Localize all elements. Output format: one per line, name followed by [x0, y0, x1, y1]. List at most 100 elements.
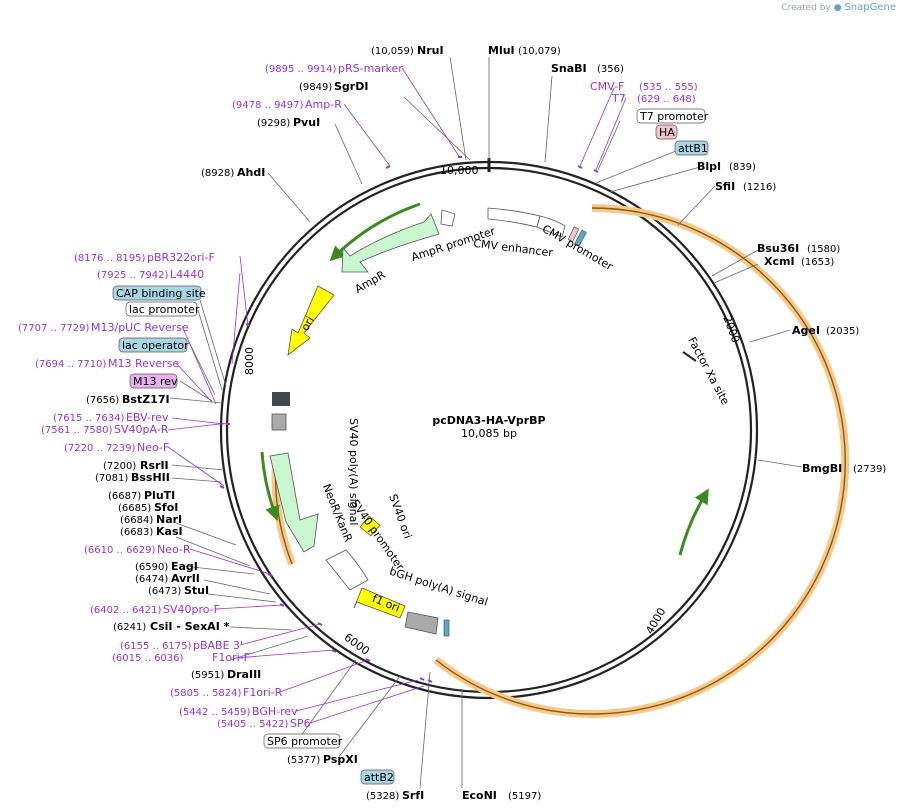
- tick-2000: 2000: [720, 314, 742, 345]
- primer-neo-r[interactable]: Neo-R: [157, 543, 191, 556]
- site-stui[interactable]: StuI: [184, 584, 209, 597]
- site-csii-sexai[interactable]: CsiI - SexAI *: [150, 620, 230, 633]
- boxed-lac-promoter: lac promoter: [129, 303, 200, 316]
- boxed-sp6-promoter: SP6 promoter: [267, 735, 343, 748]
- site-pos-econi: (5197): [508, 791, 541, 802]
- primer-pos-f1ori-f: (6015 .. 6036): [112, 653, 184, 664]
- site-pos-sfii: (1216): [743, 182, 776, 193]
- cmv-promoter-arrow[interactable]: [536, 215, 566, 238]
- site-snabi[interactable]: SnaBI: [551, 62, 587, 75]
- sv40-ori-box[interactable]: [359, 515, 381, 537]
- attb1-mark[interactable]: [574, 229, 587, 247]
- boxed-labels: T7 promoter HA attB1 CAP binding site la…: [112, 108, 709, 785]
- site-pos-avrii: (6474): [135, 574, 168, 585]
- primer-pbr322ori-f[interactable]: pBR322ori-F: [147, 251, 215, 264]
- site-agei[interactable]: AgeI: [792, 324, 820, 337]
- ha-tag-mark[interactable]: [567, 226, 580, 243]
- primer-m13-puc-reverse[interactable]: M13/pUC Reverse: [91, 321, 189, 334]
- vprbp-inner-arrow: [678, 488, 709, 556]
- site-pos-rsrii: (7200): [103, 461, 136, 472]
- sv40pa-mark: [272, 392, 290, 406]
- snapgene-credit: Created by ● SnapGene: [781, 2, 896, 13]
- bgh-polya-box[interactable]: [404, 611, 439, 635]
- vprbp-orf-arc[interactable]: [433, 204, 850, 718]
- site-mlui[interactable]: MluI: [488, 44, 515, 57]
- primer-cmv-f[interactable]: CMV-F: [590, 80, 624, 93]
- primer-neo-f[interactable]: Neo-F: [137, 441, 169, 454]
- site-pos-pvui: (9298): [257, 118, 290, 129]
- primer-pos-sp6: (5405 .. 5422): [217, 719, 289, 730]
- primer-pos-ebv-rev: (7615 .. 7634): [53, 413, 125, 424]
- sv40-promoter-arrow[interactable]: [325, 549, 369, 591]
- primer-f1ori-f[interactable]: F1ori-F: [212, 651, 250, 664]
- site-econi[interactable]: EcoNI: [462, 789, 497, 802]
- ampr-promoter-arrow[interactable]: [440, 209, 456, 227]
- site-bstz17i[interactable]: BstZ17I: [122, 393, 170, 406]
- site-avrii[interactable]: AvrII: [171, 572, 200, 585]
- restriction-sites[interactable]: (10,059) NruI MluI (10,079) SnaBI (356) …: [86, 44, 886, 802]
- site-srfi[interactable]: SrfI: [402, 789, 424, 802]
- primer-t7[interactable]: T7: [611, 92, 626, 105]
- primer-sp6[interactable]: SP6: [290, 717, 311, 730]
- primer-f1ori-r[interactable]: F1ori-R: [243, 686, 283, 699]
- attb2-mark[interactable]: [443, 619, 450, 637]
- site-pos-snabi: (356): [597, 64, 624, 75]
- cmv-enhancer-arrow[interactable]: [487, 207, 541, 228]
- boxed-cap-binding-site: CAP binding site: [116, 287, 206, 300]
- site-ahdi[interactable]: AhdI: [237, 166, 265, 179]
- site-sgrdi[interactable]: SgrDI: [334, 80, 368, 93]
- site-pspxi[interactable]: PspXI: [323, 753, 358, 766]
- f1ori-arrow[interactable]: [353, 587, 406, 619]
- site-draiii[interactable]: DraIII: [227, 668, 261, 681]
- primer-pos-prs-marker: (9895 .. 9914): [265, 64, 337, 75]
- site-nrui[interactable]: NruI: [417, 44, 444, 57]
- site-bsshii[interactable]: BssHII: [131, 471, 170, 484]
- site-xcmi[interactable]: XcmI: [764, 255, 795, 268]
- primer-bgh-rev[interactable]: BGH-rev: [252, 705, 298, 718]
- site-sfii[interactable]: SfiI: [715, 180, 735, 193]
- site-pluti[interactable]: PluTI: [144, 489, 175, 502]
- site-eagi[interactable]: EagI: [171, 560, 198, 573]
- primer-amp-r[interactable]: Amp-R: [305, 98, 342, 111]
- primer-prs-marker[interactable]: pRS-marker: [338, 62, 403, 75]
- credit-brand: SnapGene: [844, 2, 896, 13]
- site-pos-kasi: (6683): [120, 527, 153, 538]
- site-bsu36i[interactable]: Bsu36I: [757, 242, 799, 255]
- primer-ebv-rev[interactable]: EBV-rev: [126, 411, 169, 424]
- neor-arrow[interactable]: [269, 452, 319, 553]
- primer-marks: [219, 156, 599, 683]
- feature-sv40-ori: SV40 ori: [386, 493, 414, 541]
- primer-pbabe3[interactable]: pBABE 3': [193, 639, 243, 652]
- primer-m13-reverse[interactable]: M13 Reverse: [108, 357, 179, 370]
- site-pvui[interactable]: PvuI: [293, 116, 320, 129]
- feature-ori: ori: [299, 314, 317, 333]
- site-nari[interactable]: NarI: [156, 513, 182, 526]
- credit-prefix: Created by: [781, 3, 831, 13]
- site-pos-bsshii: (7081): [95, 473, 128, 484]
- primer-pos-bgh-rev: (5442 .. 5459): [179, 707, 251, 718]
- site-blpi[interactable]: BlpI: [697, 160, 721, 173]
- primer-sv40pa-r[interactable]: SV40pA-R: [114, 423, 169, 436]
- site-pos-bstz17i: (7656): [86, 395, 119, 406]
- site-rsrii[interactable]: RsrII: [140, 459, 169, 472]
- site-kasi[interactable]: KasI: [156, 525, 183, 538]
- boxed-attb2: attB2: [364, 771, 394, 784]
- primer-sv40pro-f[interactable]: SV40pro-F: [163, 603, 220, 616]
- factor-xa-mark: [682, 351, 697, 362]
- neo-inner-arrow: [260, 451, 280, 522]
- primer-pos-cmv-f: (535 .. 555): [639, 82, 698, 93]
- sv40pa-box[interactable]: [271, 413, 287, 431]
- plasmid-name: pcDNA3-HA-VprBP: [432, 414, 545, 427]
- site-sfoi[interactable]: SfoI: [154, 501, 178, 514]
- feature-sv40-polya: SV40 poly(A) signal: [347, 418, 360, 525]
- tick-8000: 8000: [243, 347, 256, 375]
- primer-pos-pbabe3: (6155 .. 6175): [120, 641, 192, 652]
- site-bmgbi[interactable]: BmgBI: [802, 462, 842, 475]
- ampr-arrow[interactable]: [341, 213, 440, 273]
- feature-factor-xa: Factor Xa site: [685, 335, 732, 407]
- ori-arrow[interactable]: [287, 285, 335, 356]
- primer-l4440[interactable]: L4440: [170, 268, 204, 281]
- primers[interactable]: (9895 .. 9914) pRS-marker (9478 .. 9497)…: [18, 62, 698, 730]
- boxed-m13-rev: M13 rev: [133, 375, 178, 388]
